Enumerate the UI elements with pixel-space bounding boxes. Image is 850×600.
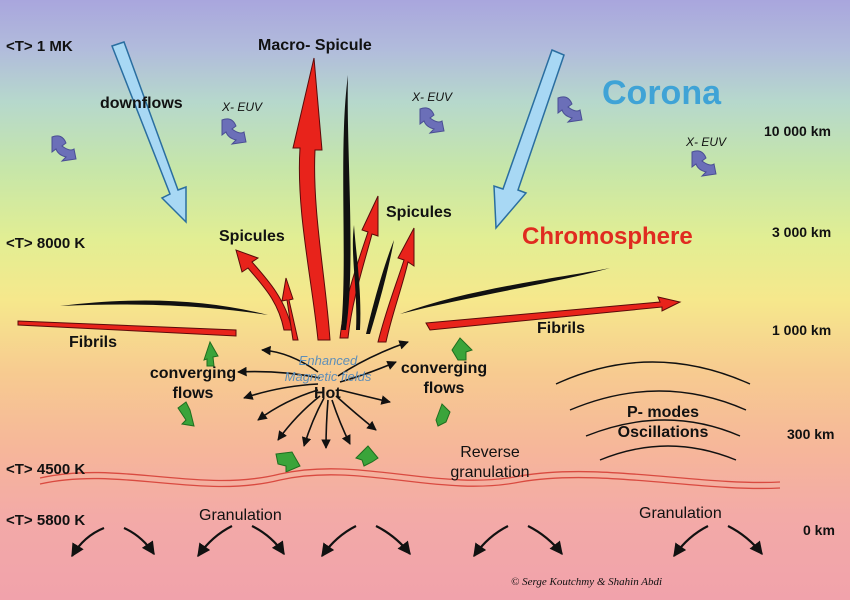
granulation-label-left: Granulation (199, 507, 282, 524)
enhanced-fields-label: Enhanced Magnetic fields (284, 353, 372, 384)
granulation-arc-2a (197, 525, 233, 558)
xeuv-label-2: X- EUV (412, 90, 453, 104)
converging-arrow-2 (177, 401, 195, 427)
spicule-swoosh-2 (366, 240, 394, 334)
spicule-swoosh-1 (352, 225, 361, 330)
p-modes-label: P- modes Oscillations (617, 404, 709, 441)
hot-arrow-10 (339, 360, 397, 383)
hot-arrow-11 (337, 340, 409, 377)
p-mode-arc-3 (585, 419, 741, 437)
converging-arrow-4 (355, 445, 379, 467)
height-1000km: 1 000 km (772, 322, 832, 338)
xeuv-arrow-4 (557, 96, 583, 123)
xeuv-arrow-3 (419, 107, 445, 134)
hot-arrow-1 (237, 366, 321, 379)
xeuv-label-1: X- EUV (222, 100, 263, 114)
xeuv-arrow-2 (221, 118, 247, 145)
xeuv-arrow-5 (691, 150, 717, 177)
spicule-arrow-left (235, 249, 293, 331)
temperature-8000k: <T> 8000 K (6, 235, 86, 252)
fibril-arrow-right (425, 296, 682, 331)
hot-arrow-9 (339, 389, 391, 405)
converging-flows-label-right: converging flows (400, 360, 488, 397)
height-10000km: 10 000 km (764, 123, 831, 139)
reverse-granulation-label: Reverse granulation (450, 444, 530, 481)
hot-arrow-4 (277, 395, 321, 441)
reverse-granulation-wave-2 (39, 474, 781, 490)
granulation-arc-3a (321, 525, 357, 558)
p-mode-arc-4 (599, 445, 737, 461)
temperature-5800k: <T> 5800 K (6, 512, 86, 529)
converging-arrow-6 (451, 337, 473, 361)
macro-spicule-label: Macro- Spicule (258, 37, 372, 54)
fibril-swoosh-left (60, 300, 268, 315)
hot-arrow-8 (335, 395, 377, 431)
hot-arrow-12 (261, 345, 319, 373)
downflows-label: downflows (100, 95, 183, 112)
granulation-arc-2b (251, 525, 285, 556)
height-0km: 0 km (803, 522, 835, 538)
spicule-arrow-small (281, 277, 299, 341)
spicule-arrow-right (377, 227, 415, 343)
xeuv-label-3: X- EUV (686, 135, 727, 149)
hot-arrow-6 (321, 399, 331, 449)
chromosphere-label: Chromosphere (522, 223, 693, 250)
granulation-label-right: Granulation (639, 505, 722, 522)
fibrils-label-right: Fibrils (537, 320, 586, 337)
fibril-swoosh-right (400, 268, 610, 314)
fibrils-label-left: Fibrils (69, 334, 118, 351)
corona-label: Corona (602, 74, 721, 112)
fibril-arrow-left (17, 320, 237, 337)
hot-arrow-2 (243, 383, 319, 400)
height-3000km: 3 000 km (772, 224, 832, 240)
hot-arrow-5 (301, 397, 325, 447)
converging-arrow-3 (275, 451, 301, 473)
spicules-label-right: Spicules (386, 204, 452, 221)
p-mode-arc-2 (569, 390, 747, 411)
granulation-arc-4b (527, 525, 563, 556)
converging-flows-label-left: converging flows (149, 365, 237, 402)
downflow-arrow-left (111, 41, 187, 224)
granulation-arc-1a (71, 526, 105, 558)
p-mode-arc-1 (555, 361, 751, 385)
hot-arrow-7 (331, 399, 351, 445)
macro-spicule-swoosh (341, 75, 351, 330)
temperature-4500k: <T> 4500 K (6, 461, 86, 478)
temperature-1mk: <T> 1 MK (6, 38, 73, 55)
converging-arrow-5 (435, 403, 451, 427)
hot-arrow-3 (257, 389, 319, 421)
converging-arrow-1 (203, 340, 219, 367)
spicules-label-left: Spicules (219, 228, 285, 245)
xeuv-arrow-1 (51, 135, 77, 162)
hot-label: Hot (314, 385, 341, 402)
reverse-granulation-wave-1 (39, 468, 781, 484)
height-300km: 300 km (787, 426, 835, 442)
credit-text: © Serge Koutchmy & Shahin Abdi (511, 576, 663, 588)
macro-spicule-arrow (292, 57, 331, 341)
granulation-arc-4a (473, 525, 509, 558)
downflow-arrow-right (493, 49, 565, 230)
granulation-arc-1b (123, 526, 155, 556)
granulation-arc-5b (727, 525, 763, 556)
granulation-arc-3b (375, 525, 411, 556)
granulation-arc-5a (673, 525, 709, 558)
